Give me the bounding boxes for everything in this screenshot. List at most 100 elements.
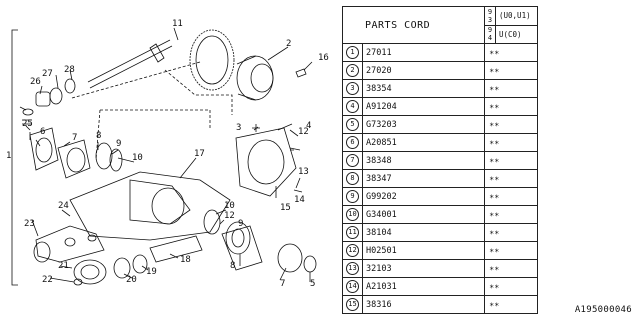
part-code: 32103 — [362, 259, 485, 278]
row-number: 6 — [346, 136, 359, 149]
callout-2: 2 — [286, 39, 291, 49]
table-header-row: PARTS CORD 9 3 (U0,U1) — [342, 6, 538, 44]
part-code: 38348 — [362, 151, 485, 170]
row-number-cell: 10 — [342, 205, 363, 224]
callout-6: 6 — [40, 127, 45, 137]
callout-27: 27 — [42, 69, 53, 79]
callout-3: 3 — [236, 123, 241, 133]
callout-9: 9 — [116, 139, 121, 149]
callout-24: 24 — [58, 201, 69, 211]
availability-mark: ∗∗ — [484, 259, 538, 278]
callout-23: 23 — [24, 219, 35, 229]
part-code: 27020 — [362, 61, 485, 80]
part-code: G99202 — [362, 187, 485, 206]
row-number: 12 — [346, 244, 359, 257]
availability-mark: ∗∗ — [484, 115, 538, 134]
availability-mark: ∗∗ — [484, 43, 538, 62]
part-code: H02501 — [362, 241, 485, 260]
row-number: 7 — [346, 154, 359, 167]
row-number-cell: 14 — [342, 277, 363, 296]
row-number: 14 — [346, 280, 359, 293]
row-number-cell: 9 — [342, 187, 363, 206]
callout-12: 12 — [224, 211, 235, 221]
callout-5: 5 — [310, 279, 315, 289]
part-code: 38316 — [362, 295, 485, 314]
row-number: 15 — [346, 298, 359, 311]
row-number-cell: 3 — [342, 79, 363, 98]
callout-12: 12 — [298, 127, 309, 137]
row-number-cell: 6 — [342, 133, 363, 152]
row-number: 2 — [346, 64, 359, 77]
availability-mark: ∗∗ — [484, 241, 538, 260]
part-code: 38104 — [362, 223, 485, 242]
callout-10: 10 — [132, 153, 143, 163]
row-number-cell: 7 — [342, 151, 363, 170]
row-number-cell: 2 — [342, 61, 363, 80]
callout-7: 7 — [72, 133, 77, 143]
callout-1: 1 — [6, 151, 11, 161]
row-number: 5 — [346, 118, 359, 131]
row-number-cell: 8 — [342, 169, 363, 188]
table-header-row-2: 9 4 U(C0) — [343, 24, 538, 44]
row-number: 4 — [346, 100, 359, 113]
callout-25: 25 — [22, 119, 33, 129]
year-digits-94: 9 4 — [487, 26, 493, 43]
part-code: A91204 — [362, 97, 485, 116]
callout-28: 28 — [64, 65, 75, 75]
availability-mark: ∗∗ — [484, 295, 538, 314]
part-code: A20851 — [362, 133, 485, 152]
callout-19: 19 — [146, 267, 157, 277]
callout-21: 21 — [58, 261, 69, 271]
row-number-cell: 5 — [342, 115, 363, 134]
callout-13: 13 — [298, 167, 309, 177]
row-number: 3 — [346, 82, 359, 95]
callout-18: 18 — [180, 255, 191, 265]
callout-8: 8 — [96, 131, 101, 141]
callout-7: 7 — [280, 279, 285, 289]
part-code: G34001 — [362, 205, 485, 224]
availability-mark: ∗∗ — [484, 61, 538, 80]
reference-code: A195000046 — [574, 305, 632, 315]
year-digits-93: 9 3 — [487, 7, 493, 24]
callout-22: 22 — [42, 275, 53, 285]
year-col-top: 9 3 — [484, 6, 496, 26]
availability-mark: ∗∗ — [484, 187, 538, 206]
availability-mark: ∗∗ — [484, 223, 538, 242]
availability-mark: ∗∗ — [484, 79, 538, 98]
row-number-cell: 4 — [342, 97, 363, 116]
part-code: 38354 — [362, 79, 485, 98]
availability-mark: ∗∗ — [484, 133, 538, 152]
row-number: 13 — [346, 262, 359, 275]
row-number-cell: 12 — [342, 241, 363, 260]
row-number: 10 — [346, 208, 359, 221]
row-number-cell: 15 — [342, 295, 363, 314]
availability-mark: ∗∗ — [484, 277, 538, 296]
row-number: 1 — [346, 46, 359, 59]
availability-mark: ∗∗ — [484, 97, 538, 116]
part-code: A21031 — [362, 277, 485, 296]
callout-20: 20 — [126, 275, 137, 285]
variant-header-1: (U0,U1) — [495, 6, 538, 26]
availability-mark: ∗∗ — [484, 205, 538, 224]
part-code: G73203 — [362, 115, 485, 134]
callout-11: 11 — [172, 19, 183, 29]
